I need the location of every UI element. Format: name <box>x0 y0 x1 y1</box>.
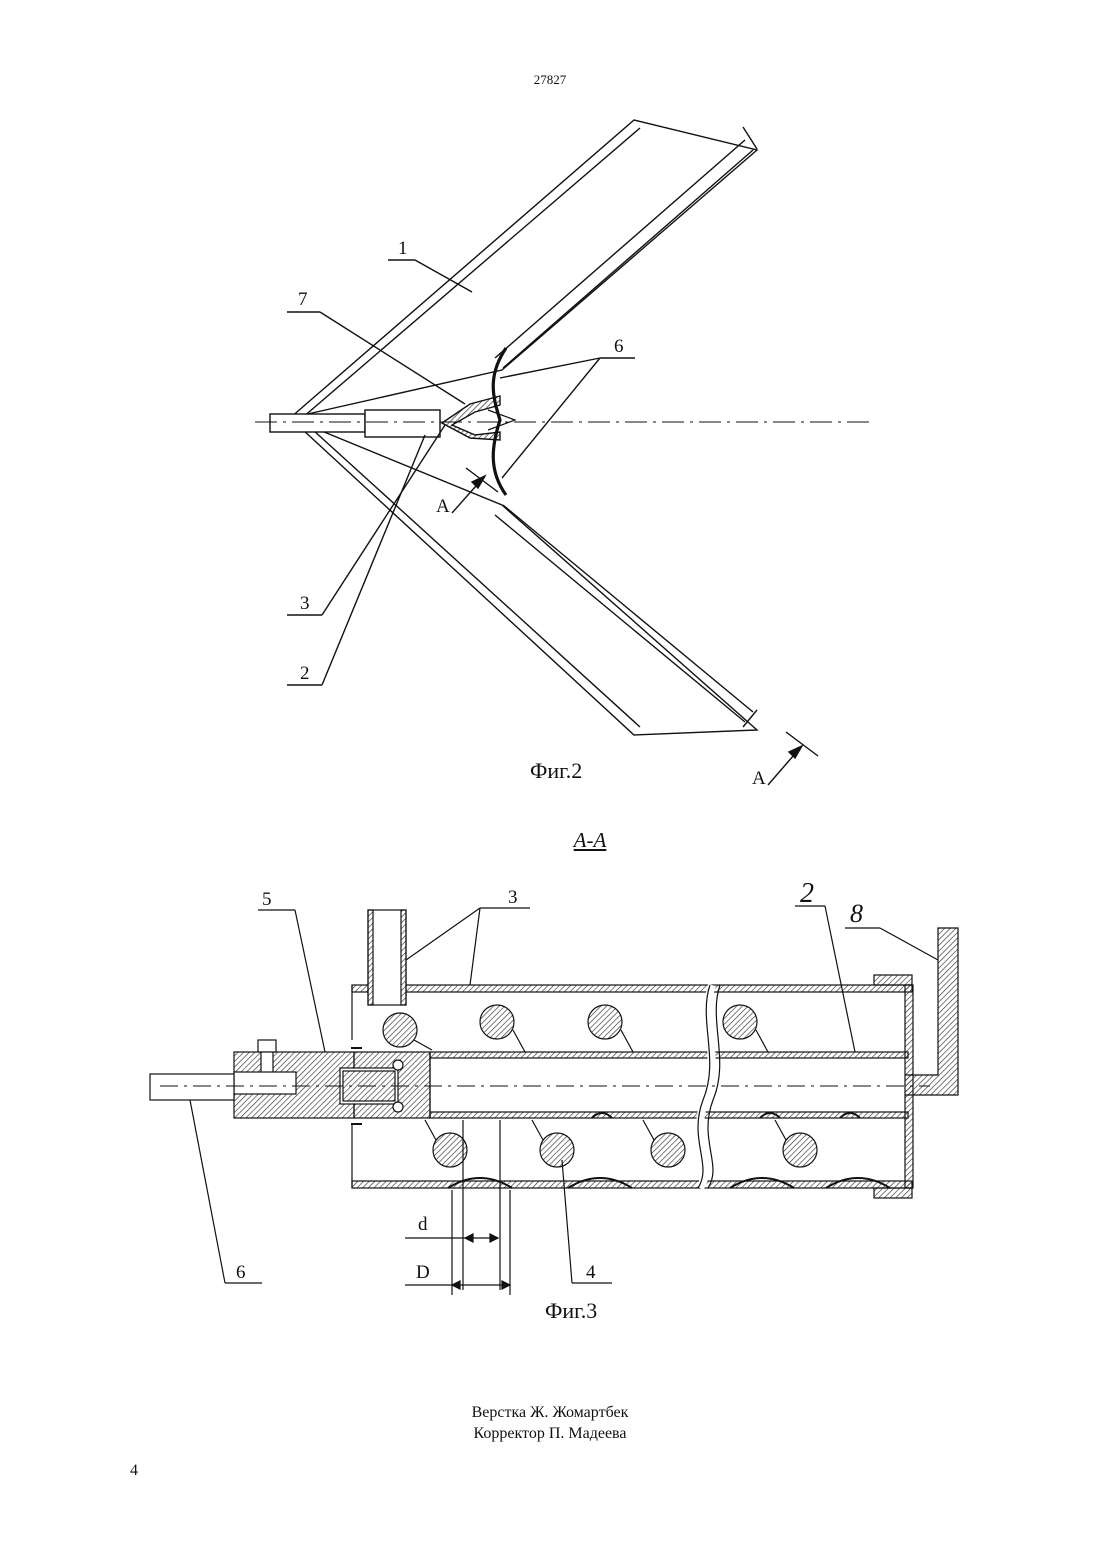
fig3-label-3: 3 <box>508 887 518 908</box>
dimension-small: d <box>418 1214 428 1235</box>
layout-credit: Верстка Ж. Жомартбек <box>0 1402 1100 1423</box>
figure-3-drawing: 5 3 2 8 6 4 d D Фиг.3 <box>0 0 1100 1360</box>
fig3-label-8: 8 <box>850 899 863 928</box>
figure-3-caption: Фиг.3 <box>545 1298 597 1323</box>
housing-top-wall <box>352 985 912 992</box>
dimension-large: D <box>416 1262 430 1283</box>
page-number: 4 <box>130 1462 138 1480</box>
fig3-label-4: 4 <box>586 1262 596 1283</box>
proof-credit: Корректор П. Мадеева <box>0 1423 1100 1444</box>
inner-tube-top-wall <box>430 1052 908 1058</box>
inlet-pipe <box>368 910 406 1005</box>
credits: Верстка Ж. Жомартбек Корректор П. Мадеев… <box>0 1402 1100 1444</box>
ball <box>480 1005 514 1039</box>
fig3-label-2: 2 <box>800 878 814 909</box>
drive-shaft <box>150 1074 234 1100</box>
ball <box>588 1005 622 1039</box>
ball <box>783 1133 817 1167</box>
ball <box>383 1013 417 1047</box>
inner-tube-bottom-wall <box>430 1112 908 1118</box>
ball <box>433 1133 467 1167</box>
ball <box>651 1133 685 1167</box>
ball <box>723 1005 757 1039</box>
fig3-label-5: 5 <box>262 889 272 910</box>
ball <box>540 1133 574 1167</box>
fig3-label-6: 6 <box>236 1262 246 1283</box>
